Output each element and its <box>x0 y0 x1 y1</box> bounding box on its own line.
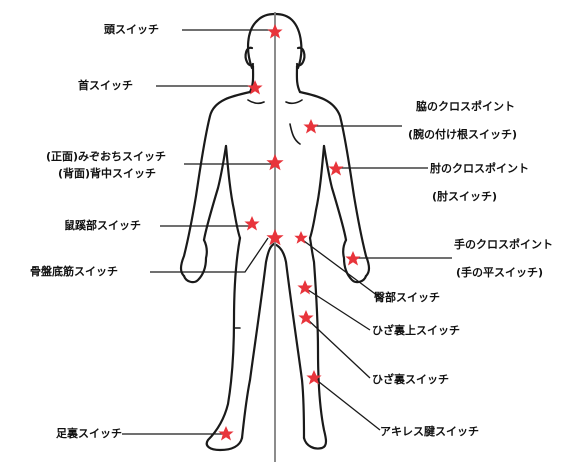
label-back-knee: ひざ裏スイッチ <box>372 373 449 386</box>
label-head: 頭スイッチ <box>104 23 159 36</box>
label-back-mid: (背面)背中スイッチ <box>58 167 156 180</box>
right-leg-inner <box>274 244 304 438</box>
right-collar <box>286 100 302 103</box>
leader-above-knee <box>305 288 370 330</box>
label-groin: 鼠蹊部スイッチ <box>64 219 141 232</box>
label-achilles: アキレス腱スイッチ <box>380 425 479 438</box>
star-hand <box>345 251 360 266</box>
left-collar <box>248 100 264 103</box>
neck-right <box>297 66 300 92</box>
right-chest <box>290 124 300 144</box>
right-leg-outer <box>304 238 326 449</box>
right-arm-outer <box>300 92 369 276</box>
star-above-knee-1 <box>297 280 312 295</box>
label-sole: 足裏スイッチ <box>56 427 122 440</box>
label-hand-cross: 手のクロスポイント <box>454 238 553 251</box>
star-groin <box>244 216 259 231</box>
leader-pelvic-floor <box>150 238 268 272</box>
label-armpit-cross: 脇のクロスポイント <box>416 100 515 113</box>
left-leg-outer <box>207 238 242 450</box>
label-above-knee: ひざ裏上スイッチ <box>372 324 460 337</box>
label-armpit-sub: (腕の付け根スイッチ) <box>408 128 517 141</box>
torso-left <box>226 146 240 238</box>
star-elbow <box>328 161 343 176</box>
label-elbow-cross: 肘のクロスポイント <box>430 162 529 175</box>
leader-achilles <box>314 378 380 430</box>
label-pelvic-floor: 骨盤底筋スイッチ <box>30 265 118 278</box>
leader-buttock <box>300 238 378 296</box>
torso-right <box>310 146 324 238</box>
left-leg-inner <box>242 244 274 438</box>
label-elbow-sub: (肘スイッチ) <box>432 190 497 203</box>
label-neck: 首スイッチ <box>78 79 133 92</box>
star-sole <box>218 426 233 441</box>
right-arm-inner <box>324 146 346 240</box>
label-hand-sub: (手の平スイッチ) <box>456 266 543 279</box>
label-buttock: 臀部スイッチ <box>374 291 440 304</box>
leader-back-knee <box>306 318 370 378</box>
star-armpit <box>303 119 318 134</box>
label-front-solar: (正面)みぞおちスイッチ <box>46 150 166 163</box>
left-arm-outer <box>181 92 250 276</box>
